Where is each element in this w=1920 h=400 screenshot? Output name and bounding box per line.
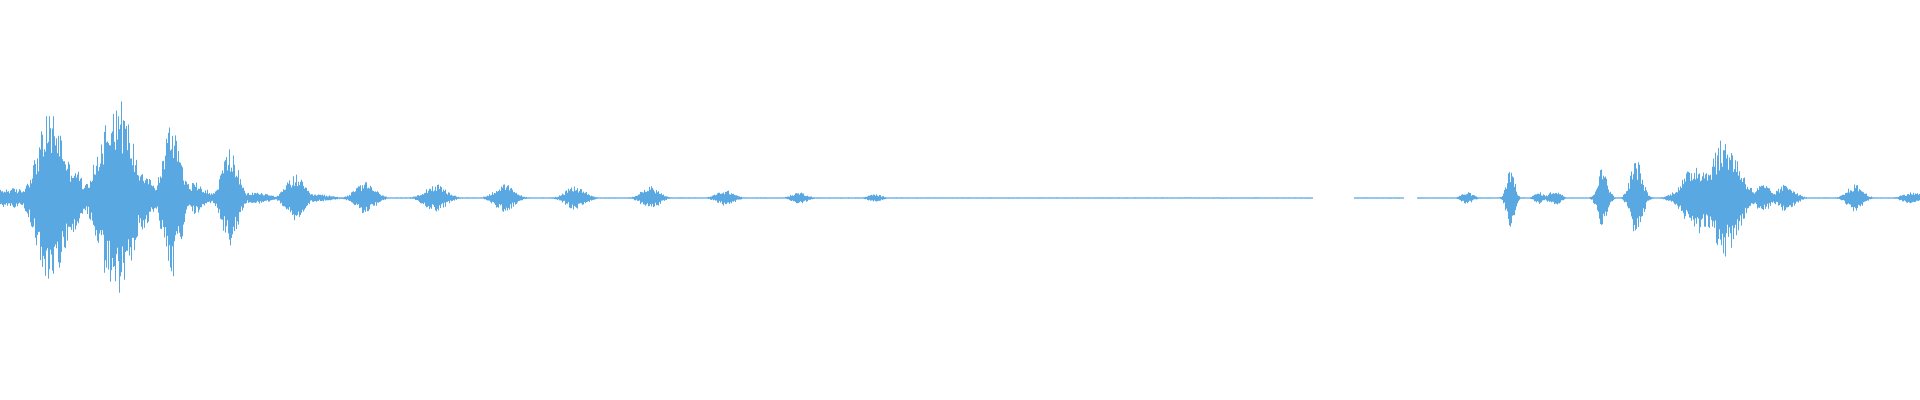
waveform-trace xyxy=(0,101,1920,293)
